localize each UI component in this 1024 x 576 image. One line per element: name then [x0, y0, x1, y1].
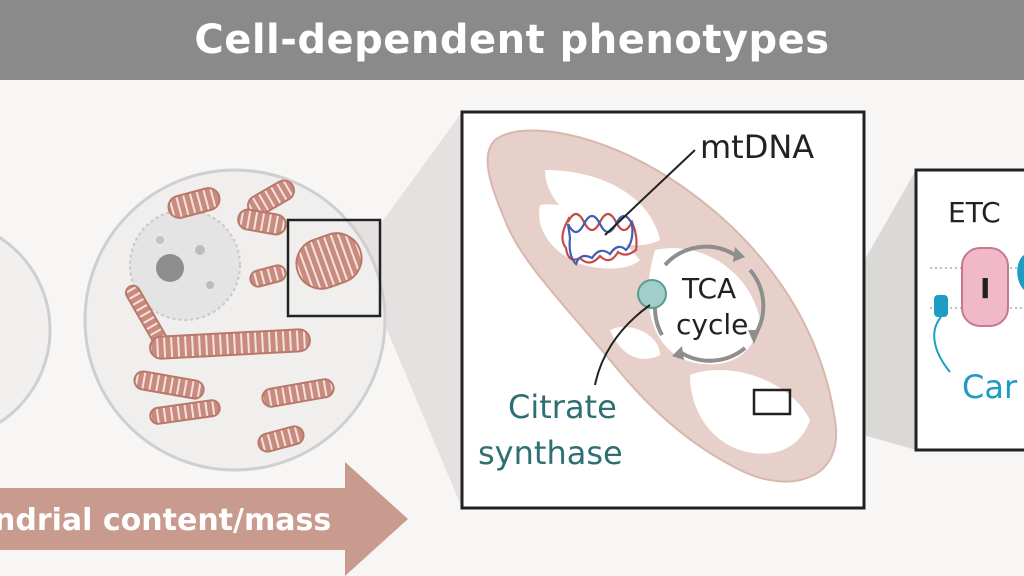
etc-label: ETC: [948, 196, 1001, 229]
mitochondrion-icon: [133, 370, 205, 400]
citrate-label-line2: synthase: [478, 434, 623, 472]
tca-label-line1: TCA: [681, 272, 736, 305]
nucleus-icon: [129, 209, 241, 321]
page-title: Cell-dependent phenotypes: [194, 17, 830, 63]
citrate-leader: [594, 304, 651, 386]
etc-panel: [914, 168, 1024, 452]
carrier-label: Car: [962, 368, 1018, 406]
zoom-box: [286, 218, 382, 318]
mtdna-leader: [604, 149, 696, 236]
mitochondrion-icon: [295, 232, 363, 290]
mitochondria-group: [125, 179, 363, 453]
etc-complex-partial-icon: [1017, 255, 1024, 290]
mitochondrion-icon: [261, 378, 335, 408]
mitochondrion-icon: [237, 208, 287, 236]
mitochondrion-icon: [167, 187, 221, 219]
mtdna-helix-icon: [561, 212, 638, 267]
mitochondrion-icon: [257, 425, 305, 453]
content-mass-arrow: [0, 462, 408, 576]
mitochondrion-icon: [149, 328, 311, 360]
arrow-label: ndrial content/mass: [0, 503, 331, 538]
partial-cell-icon: [0, 236, 52, 424]
membrane-zoom-box: [752, 388, 792, 416]
etc-complex-icon: [961, 247, 1009, 327]
mitochondrion-icon: [249, 264, 287, 288]
citrate-label-line1: Citrate: [508, 388, 617, 426]
title-banner: Cell-dependent phenotypes: [0, 0, 1024, 80]
tca-cycle-icon: [652, 244, 766, 363]
zoom-panel: [460, 110, 866, 510]
carrier-icon: [933, 295, 951, 373]
complex-label: I: [980, 272, 990, 305]
tca-label-line2: cycle: [676, 308, 748, 341]
mtdna-label: mtDNA: [700, 128, 814, 166]
citrate-synthase-icon: [637, 279, 667, 309]
zoom-wedge-right: [754, 170, 916, 450]
mitochondrion-icon: [149, 399, 221, 425]
cell-outline-icon: [83, 168, 387, 472]
